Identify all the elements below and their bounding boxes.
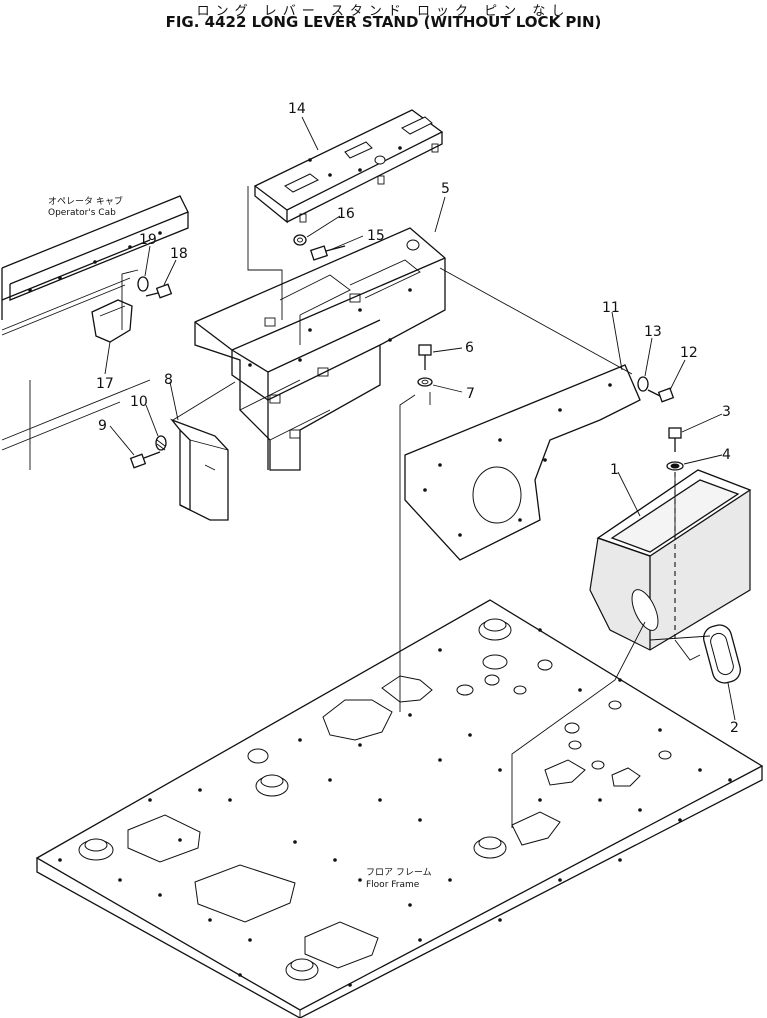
callout-1: 1 (610, 462, 619, 478)
callout-leaders (104, 116, 736, 721)
part-9-bolt (129, 451, 161, 469)
callout-9: 9 (98, 418, 107, 434)
part-5-lever-stand (194, 227, 446, 471)
part-4-washer (666, 461, 684, 471)
operator-cab-rail (1, 195, 189, 470)
part-6-bolt (418, 344, 432, 370)
callout-13: 13 (644, 324, 662, 340)
part-12-bolt (647, 387, 675, 403)
floor-frame-label-en: Floor Frame (366, 880, 420, 890)
assembly-lines (172, 186, 711, 828)
operator-cab-label-en: Operator's Cab (48, 208, 116, 218)
part-7-washer (417, 377, 433, 387)
callout-8: 8 (164, 372, 173, 388)
part-10-washer (155, 435, 167, 451)
floor-frame (35, 599, 764, 1018)
callout-11: 11 (602, 300, 620, 316)
callout-3: 3 (722, 404, 731, 420)
japanese-title: ロング レバー スタンド ロック ピン なし (196, 4, 571, 19)
callout-7: 7 (466, 386, 475, 402)
part-15-bolt (309, 245, 346, 261)
operator-cab-label-jp: オペレータ キャブ (48, 195, 123, 207)
callout-numbers: 14 5 16 15 19 18 17 8 10 9 6 7 11 13 12 … (96, 101, 739, 736)
callout-16: 16 (337, 206, 355, 222)
callout-15: 15 (367, 228, 385, 244)
part-16-washer (293, 234, 307, 246)
callout-5: 5 (441, 181, 450, 197)
callout-18: 18 (170, 246, 188, 262)
callout-2: 2 (730, 720, 739, 736)
callout-6: 6 (465, 340, 474, 356)
part-2-grommet (703, 624, 741, 684)
part-8-bracket (170, 418, 229, 521)
part-3-bolt (668, 427, 682, 452)
floor-frame-label-jp: フロア フレーム (366, 867, 432, 878)
figure-title: FIG. 4422 LONG LEVER STAND (WITHOUT LOCK… (165, 13, 602, 31)
callout-4: 4 (722, 447, 731, 463)
part-14-cover-plate (253, 109, 444, 224)
callout-12: 12 (680, 345, 698, 361)
callout-10: 10 (130, 394, 148, 410)
text-labels: オペレータ キャブ Operator's Cab フロア フレーム Floor … (48, 195, 432, 890)
callout-19: 19 (139, 232, 157, 248)
callout-14: 14 (288, 101, 306, 117)
part-13-washer (637, 376, 649, 392)
callout-17: 17 (96, 376, 114, 392)
part-11-plate (404, 364, 641, 561)
part-1-cover-box (589, 469, 752, 651)
